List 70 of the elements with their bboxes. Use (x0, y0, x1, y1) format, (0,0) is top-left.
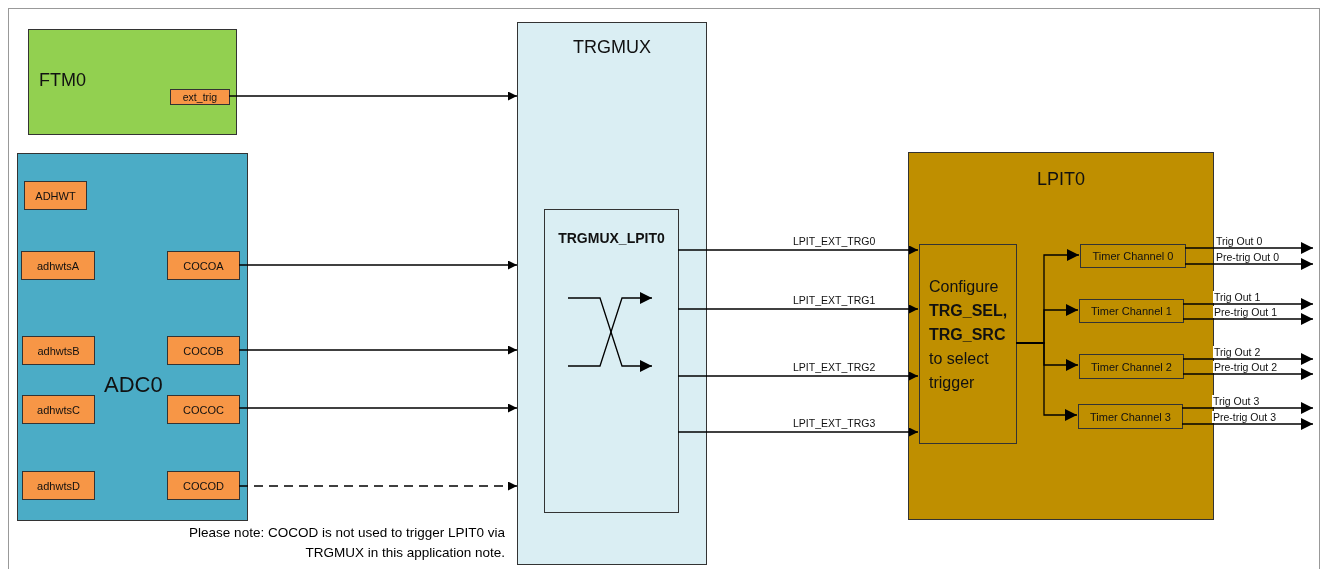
edge-label: LPIT_EXT_TRG2 (792, 361, 877, 373)
edge-label: Pre-trig Out 2 (1213, 361, 1279, 373)
signal-name: adhwtsC (37, 403, 80, 416)
edge-label: Trig Out 1 (1213, 291, 1262, 303)
signal-name: COCOB (183, 344, 224, 357)
signal-name: ext_trig (182, 90, 218, 104)
signal-box (167, 251, 240, 280)
signal-box (167, 471, 240, 500)
signal-name: adhwtsB (37, 344, 80, 357)
signal-box (22, 336, 95, 365)
arrow (1182, 298, 1314, 310)
edge-label: Trig Out 2 (1213, 346, 1262, 358)
arrow (238, 260, 518, 270)
config-text: Configure TRG_SEL, TRG_SRC to select trigger (929, 277, 1009, 393)
edge-label: LPIT_EXT_TRG1 (792, 294, 877, 306)
signal-name: Timer Channel 2 (1091, 360, 1172, 373)
signal-name: Timer Channel 0 (1092, 249, 1174, 263)
arrow (677, 245, 919, 255)
signal-name: ADHWT (35, 189, 76, 202)
channel-box (1080, 244, 1186, 268)
signal-box (167, 336, 240, 365)
arrow (677, 427, 919, 437)
arrow (1184, 242, 1314, 254)
arrow (1181, 402, 1314, 414)
arrow (1182, 368, 1314, 380)
signal-name: COCOC (183, 403, 224, 416)
edge-label: LPIT_EXT_TRG3 (792, 417, 877, 429)
signal-name: adhwtsA (36, 259, 80, 272)
signal-box (22, 471, 95, 500)
module-box (17, 153, 248, 521)
channel-box (1079, 354, 1184, 379)
arrow (238, 345, 518, 355)
module-box (908, 152, 1214, 520)
module-title: TRGMUX_LPIT0 (558, 230, 665, 247)
module-box (28, 29, 237, 135)
note-text: Please note: COCOD is not used to trigger LPIT0 via TRGMUX in this application note. (188, 524, 505, 562)
signal-box (21, 251, 95, 280)
arrow (677, 371, 919, 381)
signal-name: COCOA (183, 259, 224, 272)
module-box (517, 22, 707, 565)
edge-label: Trig Out 0 (1215, 235, 1264, 247)
signal-box (170, 89, 230, 105)
mux-box (544, 209, 679, 513)
arrow (238, 481, 518, 491)
edge-label: Trig Out 3 (1212, 395, 1261, 407)
module-title: ADC0 (104, 372, 163, 398)
channel-box (1079, 299, 1184, 323)
arrow (228, 91, 518, 101)
arrow (1182, 313, 1314, 325)
arrow (238, 403, 518, 413)
signal-box (167, 395, 240, 424)
signal-box (22, 395, 95, 424)
edge-label: Pre-trig Out 1 (1213, 306, 1279, 318)
signal-name: COCOD (183, 479, 224, 492)
edge-label: Pre-trig Out 0 (1215, 251, 1281, 263)
arrow (1182, 353, 1314, 365)
module-title: FTM0 (39, 70, 86, 91)
module-title: TRGMUX (573, 37, 651, 58)
edge-label: Pre-trig Out 3 (1212, 411, 1278, 423)
arrow (677, 304, 919, 314)
arrow (1184, 258, 1314, 270)
edge-label: LPIT_EXT_TRG0 (792, 235, 877, 247)
signal-box (24, 181, 87, 210)
signal-name: Timer Channel 3 (1090, 410, 1171, 423)
module-title: LPIT0 (1037, 169, 1085, 190)
signal-name: Timer Channel 1 (1091, 304, 1172, 318)
arrow (1181, 418, 1314, 430)
channel-box (1078, 404, 1183, 429)
config-box (919, 244, 1017, 444)
signal-name: adhwtsD (37, 479, 80, 492)
